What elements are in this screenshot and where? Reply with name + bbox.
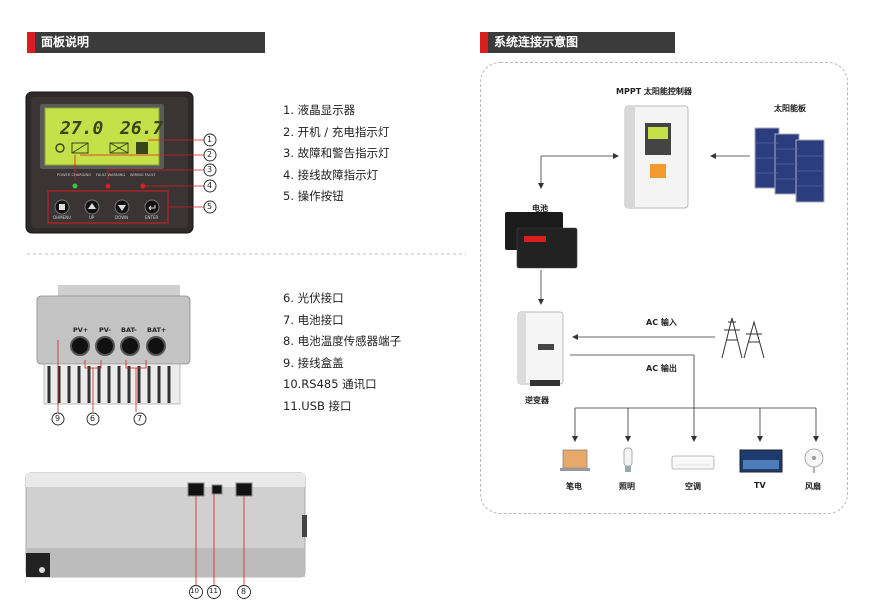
usb-port: [211, 484, 223, 495]
terminal-label-bat-plus: BAT+: [147, 326, 167, 334]
power-led: [72, 183, 78, 189]
callout-8: 8: [241, 587, 247, 596]
bat-plus-terminal: [146, 336, 166, 356]
laptop-icon: [560, 449, 590, 471]
controller-label: MPPT 太阳能控制器: [616, 87, 692, 96]
lcd-left-reading: 27.0: [60, 118, 104, 139]
panel-item: 5. 操作按钮: [283, 189, 344, 203]
header-accent-mark: [27, 32, 35, 53]
load-label-fan: 风扇: [805, 482, 821, 491]
callout-2: 2: [207, 150, 213, 159]
battery-label: 电池: [532, 204, 548, 213]
panel-item: 4. 接线故障指示灯: [283, 167, 379, 182]
pv-minus-terminal: [95, 336, 115, 356]
terminal-label-pv-minus: PV-: [99, 326, 112, 334]
callout-10: 10: [190, 587, 199, 595]
panel-section-title: 面板说明: [41, 35, 90, 49]
air-conditioner-icon: [671, 455, 715, 470]
port-item: 9. 接线盒盖: [283, 355, 344, 370]
power-tower-icon: [721, 317, 765, 359]
pv-plus-terminal: [70, 336, 90, 356]
port-item: 7. 电池接口: [283, 312, 344, 327]
panel-feature-list: 1. 液晶显示器 2. 开机 / 充电指示灯 3. 故障和警告指示灯 4. 接线…: [283, 100, 390, 208]
panel-item: 2. 开机 / 充电指示灯: [283, 124, 390, 139]
callout-7: 7: [137, 414, 143, 423]
solar-panel-label: 太阳能板: [774, 104, 806, 113]
ac-input-label: AC 输入: [646, 318, 677, 327]
callout-11: 11: [209, 587, 218, 595]
callout-1: 1: [207, 135, 213, 144]
load-label-tv: TV: [754, 481, 766, 490]
terminal-label-bat-minus: BAT-: [121, 326, 137, 334]
port-item: 11.USB 接口: [283, 398, 352, 413]
lcd-right-reading: 26.7: [120, 118, 164, 139]
load-label-lighting: 照明: [619, 482, 635, 491]
port-item: 10.RS485 通讯口: [283, 377, 377, 391]
button-label-up: UP: [89, 215, 95, 220]
tv-icon: [739, 449, 783, 473]
indicator-label-fault: FAULT WARNING: [96, 173, 126, 177]
system-section-title: 系统连接示意图: [494, 35, 579, 49]
header-accent-mark: [480, 32, 488, 53]
port-item: 6. 光伏接口: [283, 291, 344, 305]
system-section-header: 系统连接示意图: [480, 32, 675, 53]
load-label-laptop: 笔电: [566, 482, 582, 491]
panel-item: 1. 液晶显示器: [283, 103, 356, 117]
indicator-label-power: POWER CHARGING: [57, 173, 91, 177]
port-item: 8. 电池温度传感器端子: [283, 334, 402, 348]
button-label-menu: OHMENU: [53, 215, 72, 220]
light-bulb-icon: [623, 447, 633, 472]
load-label-ac: 空调: [685, 482, 701, 491]
inverter-label: 逆变器: [525, 396, 549, 405]
bat-minus-terminal: [120, 336, 140, 356]
system-diagram-frame: [480, 62, 848, 514]
fan-icon: [804, 448, 824, 473]
callout-9: 9: [55, 414, 61, 423]
callout-4: 4: [207, 181, 213, 190]
indicator-label-wiring: WIRING FAULT: [130, 173, 156, 177]
enter-button-icon: [144, 199, 160, 215]
fault-led: [105, 183, 111, 189]
panel-item: 3. 故障和警告指示灯: [283, 146, 390, 160]
ac-output-label: AC 输出: [646, 364, 677, 373]
button-label-enter: ENTER: [145, 215, 159, 220]
lcd-screen: [44, 107, 160, 166]
solar-panel-icon: [754, 127, 825, 203]
panel-section-header: 面板说明: [27, 32, 265, 53]
callout-3: 3: [207, 165, 213, 174]
button-label-down: DOWN: [115, 215, 129, 220]
battery-icon: [505, 212, 578, 269]
terminal-label-pv-plus: PV+: [73, 326, 89, 334]
callout-6: 6: [90, 414, 96, 423]
ports-feature-list: 6. 光伏接口 7. 电池接口 8. 电池温度传感器端子 9. 接线盒盖 10.…: [283, 288, 401, 417]
callout-5: 5: [207, 202, 213, 211]
